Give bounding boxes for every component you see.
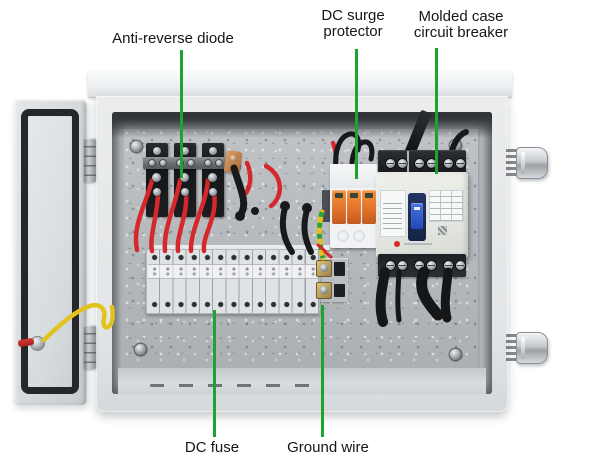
breaker-terminal-screw	[398, 159, 407, 168]
busbar-screw	[205, 160, 211, 166]
breaker-indicator-dot	[394, 241, 400, 247]
breaker-terminal-screw	[444, 159, 453, 168]
surge-base-circle	[353, 230, 365, 242]
black-cable-ends	[235, 201, 312, 221]
surge-module-2	[347, 190, 361, 224]
breaker-terminal-screw	[415, 261, 424, 270]
callout-line-molded-case-breaker	[435, 48, 438, 174]
breaker-pole-separator	[407, 151, 409, 175]
black-wires	[230, 129, 469, 255]
diode-screw	[209, 147, 217, 155]
breaker-terminal-screw	[415, 159, 424, 168]
label-dc-fuse: DC fuse	[184, 439, 240, 456]
red-string-wires	[133, 140, 339, 254]
breaker-terminal-screw	[386, 261, 395, 270]
ground-terminal-upper	[316, 260, 332, 277]
busbar-screw	[188, 160, 194, 166]
hinge-top	[84, 138, 96, 182]
ground-terminal-red-stubs	[316, 243, 333, 259]
diode-screw	[181, 188, 189, 196]
breaker-spec-label	[429, 190, 464, 222]
callout-line-dc-surge-protector	[355, 49, 358, 179]
ground-terminal-lower	[316, 282, 332, 299]
surge-module-1	[332, 190, 346, 224]
diode-screw	[208, 173, 217, 182]
backplate-bolt-bottom-left	[135, 344, 146, 355]
callout-line-dc-fuse	[213, 310, 216, 437]
busbar-screw	[216, 160, 222, 166]
latch-mount	[506, 334, 518, 362]
label-dc-surge-protector: DC surge protector	[321, 7, 385, 40]
breaker-code-mark	[438, 226, 447, 235]
hinge-bottom	[84, 325, 96, 369]
backplate-bolt-top-left	[131, 141, 142, 152]
callout-line-ground-wire	[321, 305, 324, 437]
label-anti-reverse-diode: Anti-reverse diode	[112, 30, 234, 47]
breaker-terminal-screw	[456, 159, 465, 168]
surge-status-window	[365, 193, 373, 198]
surge-status-window	[335, 193, 343, 198]
door-ground-bolt	[31, 337, 44, 350]
breaker-small-print	[404, 243, 432, 245]
fuse-bottom-terminal-dots	[148, 300, 318, 309]
dc-fuse-holder-row	[146, 249, 320, 314]
breaker-terminal-screw	[427, 159, 436, 168]
label-molded-case-circuit-breaker: Molded case circuit breaker	[413, 8, 509, 41]
latch-arm	[516, 332, 548, 364]
breaker-output-cables	[375, 266, 453, 327]
surge-module-3	[362, 190, 376, 224]
door-gasket-seal	[21, 109, 79, 394]
fuse-window-band	[148, 264, 318, 279]
busbar-screw	[149, 160, 155, 166]
surge-base-circle	[337, 230, 349, 242]
diode-screw	[209, 188, 217, 196]
wall-latch-bottom	[506, 332, 548, 364]
vent-slots	[150, 384, 318, 387]
fuse-top-terminal-dots	[148, 253, 318, 262]
dc-surge-protector	[330, 164, 378, 248]
latch-mount	[506, 149, 518, 177]
surge-status-window	[350, 193, 358, 198]
din-rail-top	[150, 245, 330, 250]
diode-screw	[153, 147, 161, 155]
breaker-terminal-screw	[386, 159, 395, 168]
callout-line-anti-reverse-diode	[180, 50, 183, 178]
breaker-terminal-screw	[444, 261, 453, 270]
rain-canopy	[88, 70, 512, 97]
breaker-rating-label	[380, 190, 406, 237]
breaker-terminal-screw	[398, 261, 407, 270]
door-ground-wire-yellow	[41, 303, 115, 343]
breaker-terminal-screw	[456, 261, 465, 270]
breaker-terminal-screw	[427, 261, 436, 270]
label-ground-wire: Ground wire	[287, 439, 369, 456]
end-stop-block-lower	[334, 284, 345, 297]
diode-screw	[153, 188, 161, 196]
surge-terminal-strip	[330, 164, 378, 188]
busbar-screw	[160, 160, 166, 166]
latch-arm	[516, 147, 548, 179]
ground-wire-green-stripe	[317, 211, 326, 259]
diode-screw	[152, 173, 161, 182]
diode-screw	[180, 173, 189, 182]
diode-screw	[181, 147, 189, 155]
enclosure-bottom-shelf	[118, 368, 486, 394]
end-stop-block-upper	[334, 262, 345, 276]
surge-protector-din-mount	[322, 190, 332, 222]
backplate-bolt-bottom-right	[450, 349, 461, 360]
breaker-switch	[411, 203, 423, 229]
wall-latch-top	[506, 147, 548, 179]
